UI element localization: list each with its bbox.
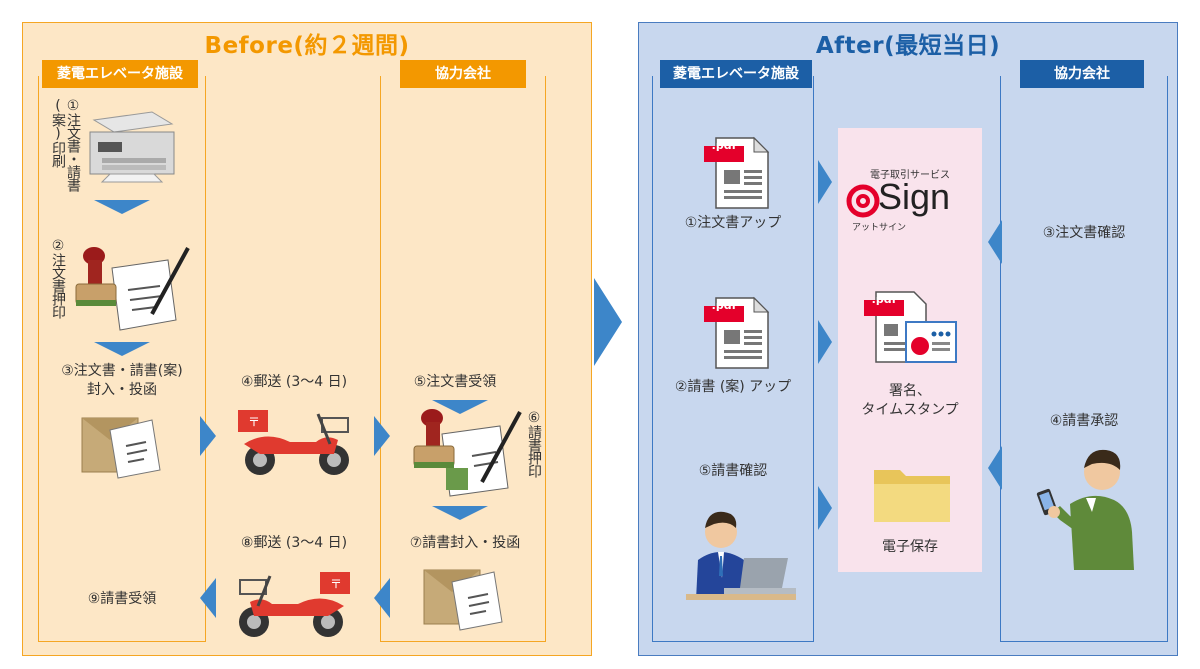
stamp-document-icon (75, 247, 190, 331)
before-left-column (38, 76, 206, 642)
printer-icon (89, 111, 175, 183)
person-at-computer-icon (686, 511, 796, 600)
stamp-document-icon (413, 409, 522, 497)
sign-label: 署名、 タイムスタンプ (838, 382, 982, 420)
transition-arrow (594, 278, 622, 366)
flow-arrow-down (94, 342, 150, 356)
after-header-partner: 協力会社 (1020, 60, 1144, 88)
before-step4-label: ④郵送 (3〜4 日) (240, 374, 348, 390)
flow-arrow-right (818, 160, 832, 204)
flow-arrow-right (374, 416, 390, 456)
sign-label-line2: タイムスタンプ (861, 402, 959, 418)
flow-arrow-down (94, 200, 150, 214)
pdf-label: .pdf (711, 299, 737, 312)
flow-arrow-left (988, 220, 1002, 264)
service-caption: 電子取引サービス (870, 170, 950, 181)
folder-icon (874, 470, 950, 522)
before-header-company: 菱電エレベータ施設 (42, 60, 198, 88)
before-step7-label: ⑦請書封入・投函 (409, 535, 521, 551)
envelope-icon (81, 417, 161, 479)
before-step6-label: ⑥請書押印 (526, 410, 542, 477)
before-step3-label: ③注文書・請書(案) 封入・投函 (30, 362, 214, 400)
before-right-column (380, 76, 546, 642)
before-header-partner: 協力会社 (400, 60, 526, 88)
pdf-label: .pdf (711, 139, 737, 152)
flow-arrow-right (818, 320, 832, 364)
pdf-label: .pdf (871, 293, 897, 306)
before-step5-label: ⑤注文書受領 (413, 374, 497, 390)
after-right-column (1000, 76, 1168, 642)
pdf-file-icon (704, 296, 770, 369)
after-step1-label: ①注文書アップ (684, 215, 782, 231)
after-header-company: 菱電エレベータ施設 (660, 60, 812, 88)
after-left-column (652, 76, 814, 642)
service-logo-reading: アットサイン (852, 223, 907, 233)
flow-arrow-down (432, 506, 488, 520)
motorcycle-icon: 〒 (238, 410, 349, 475)
before-step2-label: ②注文書押印 (50, 238, 66, 318)
flow-arrow-left (374, 578, 390, 618)
after-step5-label: ⑤請書確認 (698, 463, 768, 479)
flow-arrow-right (818, 486, 832, 530)
motorcycle-icon: 〒 (239, 572, 350, 637)
before-step3-line2: 封入・投函 (87, 382, 157, 398)
envelope-icon (423, 569, 503, 631)
flow-arrow-left (200, 578, 216, 618)
before-step3-line1: ③注文書・請書(案) (61, 363, 183, 379)
before-step8-label: ⑧郵送 (3〜4 日) (240, 535, 348, 551)
service-logo-text: Sign (878, 176, 951, 217)
pdf-file-icon (704, 136, 770, 209)
before-step9-label: ⑨請書受領 (87, 591, 157, 607)
flow-arrow-down (432, 400, 488, 414)
after-step2-label: ②請書 (案) アップ (674, 379, 792, 395)
flow-arrow-right (200, 416, 216, 456)
signed-pdf-certificate-icon (864, 291, 957, 363)
svg-text:〒: 〒 (248, 415, 260, 429)
after-title: After(最短当日) (815, 33, 1001, 59)
after-step3-label: ③注文書確認 (1042, 225, 1126, 241)
flow-arrow-left (988, 446, 1002, 490)
before-title: Before(約２週間) (204, 33, 410, 59)
person-with-smartphone-icon (1036, 449, 1134, 570)
sign-label-line1: 署名、 (889, 383, 931, 399)
at-sign-icon (846, 184, 880, 218)
after-step4-label: ④請書承認 (1049, 413, 1119, 429)
svg-text:〒: 〒 (330, 577, 342, 591)
before-step1-label: ①注文書・請書(案)印刷 (50, 98, 81, 191)
storage-label: 電子保存 (882, 539, 938, 555)
